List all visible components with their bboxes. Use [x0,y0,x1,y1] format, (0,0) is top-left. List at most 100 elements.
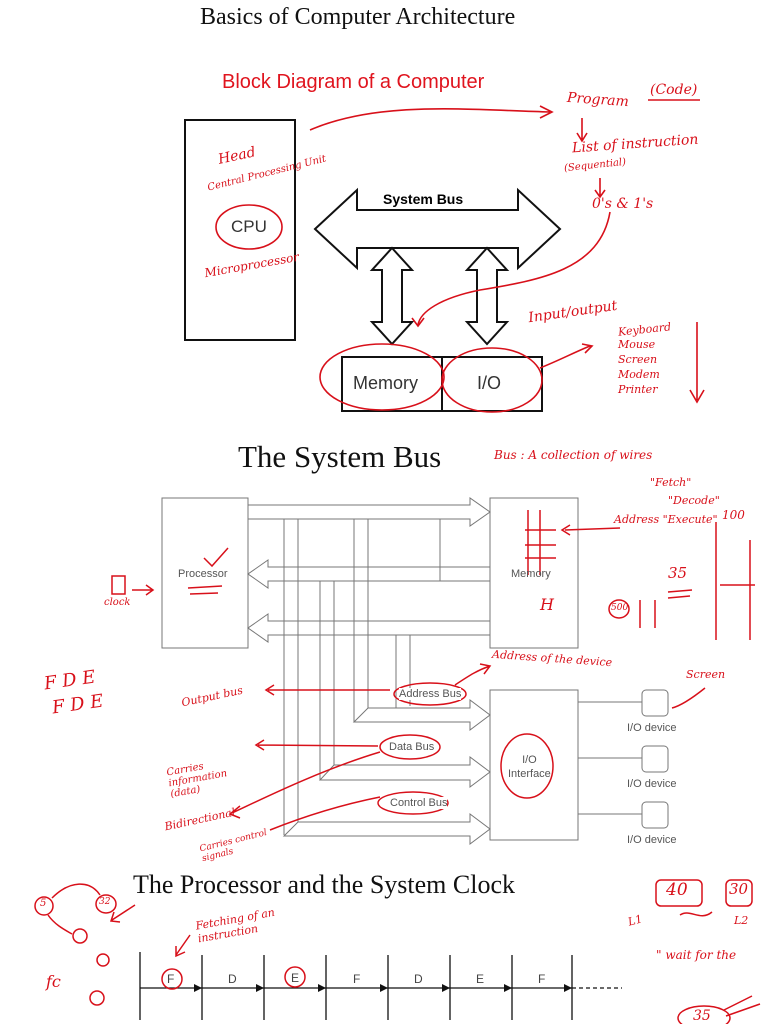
seq-to-01-arrow [594,178,606,199]
cpu-label: CPU [231,217,267,236]
bus-line-b [319,581,335,780]
arrow-to-circle [47,914,73,935]
bidirectional-line [228,751,381,819]
circle-500 [608,599,630,619]
bus-arrow-3 [247,613,491,643]
note-bus-definition: Bus : A collection of wires [494,448,653,462]
io-device-label-1: I/O device [627,722,677,734]
fetching-arrow [175,934,191,958]
device-screen: Screen [618,353,658,366]
clock-box [111,575,126,595]
note-30: 30 [729,880,749,898]
clock-ticks [139,952,573,1020]
circle-5 [34,896,54,916]
note-l2: L2 [734,914,749,927]
section3-annotations [34,879,761,1024]
processor-label: Processor [178,568,228,580]
io-device-label-3: I/O device [627,834,677,846]
device-mouse: Mouse [618,338,656,351]
note-decode: "Decode" [668,494,720,507]
block-diagram-heading: Block Diagram of a Computer [222,71,485,93]
bottom-lines [723,995,761,1017]
bus-arrow-1 [247,497,491,527]
output-bus-arrow [264,684,390,696]
note-35-bottom: 35 [693,1008,711,1024]
system-bus-arrow [313,187,562,271]
memory-stack [525,510,556,575]
note-32: 32 [99,897,111,907]
cycle-label: F [167,972,175,986]
f-circle [161,968,183,990]
small-circle-a [72,928,88,944]
processor-underline [187,585,223,595]
control-bus-circle [377,791,449,815]
array-lines [715,522,755,640]
memory-box [341,356,443,412]
io-device-box-2 [641,745,669,773]
box-40 [655,879,703,907]
wave-between [679,911,713,917]
cycle-label: F [538,972,546,986]
screen-arrow [671,687,706,709]
control-signal-arrow [269,796,381,831]
note-wait-for: " wait for the [656,948,737,962]
devices-list: Keyboard Mouse Screen Modem Printer [617,320,671,397]
io-arrow-2 [318,756,491,788]
cpu-circle [215,204,283,250]
address-arrow [560,524,621,536]
binary-to-memory-curve [411,211,611,328]
arc-5-32 [51,883,101,899]
clock-arrowheads [194,984,572,992]
processor-box [161,497,249,649]
data-bus-circle [379,734,441,760]
box-30 [725,879,753,907]
note-execute: Address "Execute" [614,513,718,526]
e-circle [284,966,306,988]
cycle-label: F [353,972,361,986]
note-100: 100 [722,508,745,522]
io-label: I/O [477,373,502,393]
io-device-box-1 [641,689,669,717]
io-device-label-2: I/O device [627,778,677,790]
io-interface-circle [500,733,554,799]
address-bus-circle [393,682,467,706]
io-circle [441,347,543,413]
page-title: Basics of Computer Architecture [200,4,516,30]
clock-heading: The Processor and the System Clock [133,870,515,899]
io-device-box-3 [641,801,669,829]
section1-annotations [215,99,705,413]
note-fetch: "Fetch" [650,476,692,489]
io-interface-label: I/O Interface [508,754,551,780]
note-40: 40 [666,880,688,900]
processor-check [203,547,229,568]
sysbus-memory-label: Memory [511,568,551,580]
note-screen: Screen [686,668,726,681]
section2-annotations [111,510,755,831]
cycle-label: D [414,972,423,986]
io-bus-arrow [464,246,510,346]
cpu-box [184,119,296,341]
bus-arrow-2 [247,559,491,589]
memory-label: Memory [353,373,419,393]
address-bus-label: Address Bus [399,688,462,700]
io-interface-box [489,689,579,841]
device-printer: Printer [618,383,658,396]
cycle-label: D [228,972,237,986]
cycle-label: E [476,972,485,986]
note-35: 35 [668,564,688,582]
circle-35-bottom [677,1005,731,1024]
note-h: H [540,595,554,614]
small-circle-c [89,990,105,1006]
note-clock: clock [104,597,131,608]
note-code: (Code) [650,82,698,98]
io-arrow-1 [352,699,491,731]
memory-circle [319,343,445,411]
bus-line-a [283,519,299,835]
cycle-label: E [291,971,300,985]
clock-arrow [132,584,155,596]
note-500: 500 [611,603,629,613]
small-circle-b [96,953,110,967]
